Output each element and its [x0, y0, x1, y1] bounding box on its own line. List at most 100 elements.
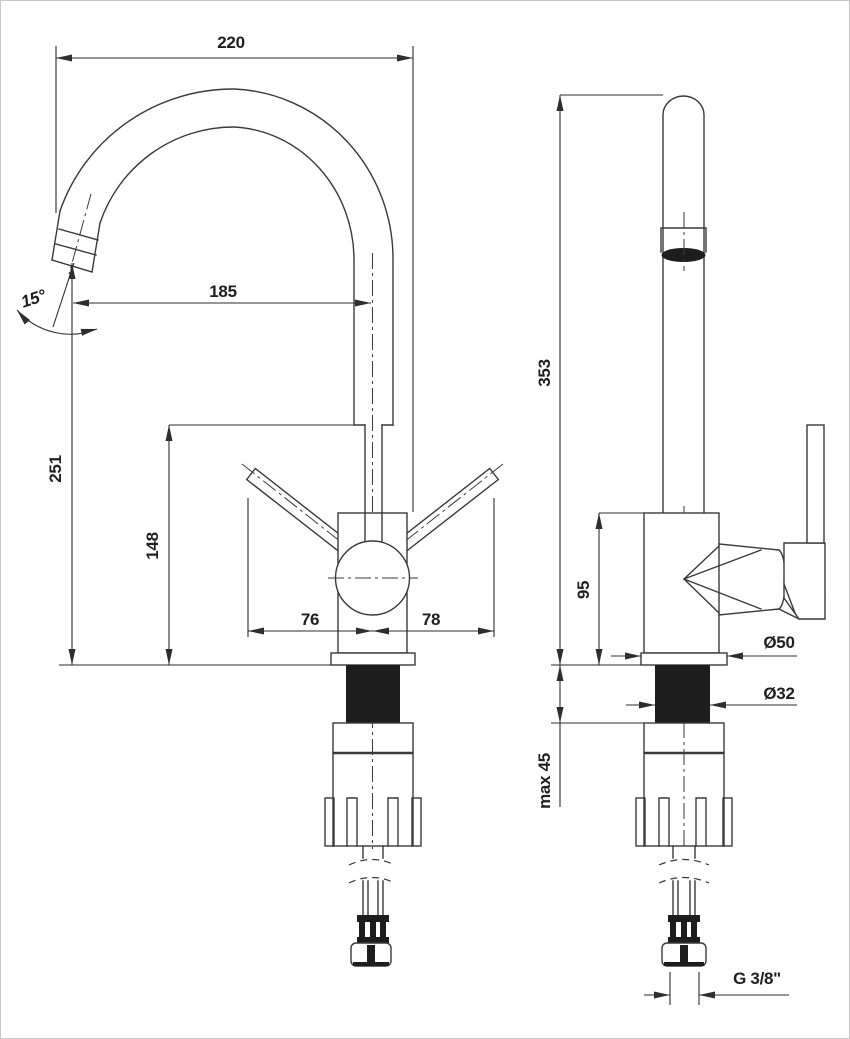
arrowhead	[710, 701, 726, 709]
hose-lower	[362, 880, 384, 917]
arrowhead	[556, 665, 564, 681]
angle-reference-line	[52, 262, 75, 328]
column-outline	[662, 95, 705, 514]
dim-185-label: 185	[209, 282, 236, 301]
nut-tab-right	[411, 797, 422, 847]
hose-break	[658, 876, 710, 884]
arrowhead	[80, 328, 97, 336]
arrowhead	[17, 310, 30, 325]
hose-upper	[362, 845, 384, 859]
valve-cartridge-circle	[334, 540, 411, 616]
nut-slot	[346, 797, 358, 847]
dim-353-label: 353	[535, 359, 554, 386]
arrowhead	[595, 513, 603, 529]
spout-outer-edge	[59, 88, 394, 426]
connector-band	[668, 937, 700, 943]
arrowhead	[727, 652, 743, 660]
arrowhead	[699, 991, 715, 999]
arrowhead	[355, 299, 371, 307]
handle-left-centerline	[241, 463, 361, 558]
side-dimensions: 353 95 max 45 Ø50 Ø32 G 3/8"	[535, 94, 797, 1005]
front-view: 220 185 15° 251 148 76 78	[16, 33, 504, 967]
threaded-shank	[346, 665, 400, 723]
tip-right-edge	[91, 222, 101, 273]
dim-220-label: 220	[217, 33, 244, 52]
hose-break	[658, 858, 710, 866]
nut-slot	[387, 797, 399, 847]
spout-outlet-tip	[51, 193, 101, 275]
hose-break	[348, 876, 396, 884]
dim-220-line	[55, 46, 414, 512]
riser-tube	[364, 424, 383, 514]
arrowhead	[654, 991, 670, 999]
nut-body	[332, 752, 414, 847]
dim-max45-line	[551, 664, 644, 807]
arrowhead	[397, 54, 413, 62]
cone-outline	[718, 543, 787, 616]
arrowhead	[73, 299, 89, 307]
arrowhead	[625, 652, 641, 660]
base-plate	[330, 652, 416, 666]
dim-353-line	[559, 94, 663, 665]
arrowhead	[639, 701, 655, 709]
handle-right-centerline	[384, 463, 504, 558]
valve-body-front	[328, 512, 418, 654]
front-dimensions: 220 185 15° 251 148 76 78	[16, 33, 495, 666]
connector-nut-channel	[680, 945, 688, 964]
nut-tab-right	[722, 797, 733, 847]
arrowhead	[165, 425, 173, 441]
dim-76-label: 76	[301, 610, 319, 629]
dim-148-label: 148	[143, 532, 162, 559]
cone-to-handle-curve	[778, 608, 800, 620]
spout-column-side	[660, 95, 707, 849]
supply-hose-side	[658, 845, 710, 967]
arrowhead	[56, 54, 72, 62]
nut-tab-left	[635, 797, 646, 847]
dim-148-line	[168, 424, 353, 665]
dim-max45-label: max 45	[535, 753, 554, 809]
handle-hub	[783, 542, 826, 620]
dim-15deg-label: 15°	[19, 286, 49, 312]
connector-rib	[670, 922, 676, 937]
arrowhead	[478, 627, 494, 635]
connector-nut-channel	[367, 945, 375, 964]
dim-95-label: 95	[574, 581, 593, 599]
connector-nut-band	[353, 962, 389, 966]
arrowhead	[595, 649, 603, 665]
dim-95-line	[598, 512, 644, 665]
arrowhead	[248, 627, 264, 635]
connector-band	[668, 915, 700, 922]
spout-inner-edge	[99, 126, 355, 426]
hose-lower	[672, 880, 696, 917]
tip-band-line	[58, 228, 99, 241]
handle-hub-detail-line	[783, 583, 796, 614]
hose-lower-inner	[367, 880, 379, 917]
dim-251-label: 251	[46, 455, 65, 482]
tip-centerline	[68, 193, 92, 275]
connector-band	[357, 915, 389, 922]
nut-slot	[695, 797, 707, 847]
riser-inside-body	[364, 512, 383, 547]
body-rect	[643, 512, 720, 654]
hose-upper	[672, 845, 696, 859]
arrowhead	[556, 707, 564, 723]
dim-78-label: 78	[422, 610, 440, 629]
nut-body	[643, 752, 725, 847]
connector-rib	[359, 922, 365, 937]
connector-rib	[691, 922, 697, 937]
arrowhead	[556, 95, 564, 111]
hose-break	[348, 858, 396, 866]
side-view: 353 95 max 45 Ø50 Ø32 G 3/8"	[535, 94, 826, 1005]
tip-left-edge	[51, 210, 61, 261]
mounting-front	[324, 652, 422, 847]
nut-tab-left	[324, 797, 335, 847]
connector-rib	[370, 922, 376, 937]
dim-d50-label: Ø50	[763, 633, 794, 652]
mounting-side	[635, 652, 733, 847]
dim-d32-label: Ø32	[763, 684, 794, 703]
arrowhead	[165, 649, 173, 665]
supply-hose-front	[348, 845, 396, 967]
arrowhead	[556, 649, 564, 665]
